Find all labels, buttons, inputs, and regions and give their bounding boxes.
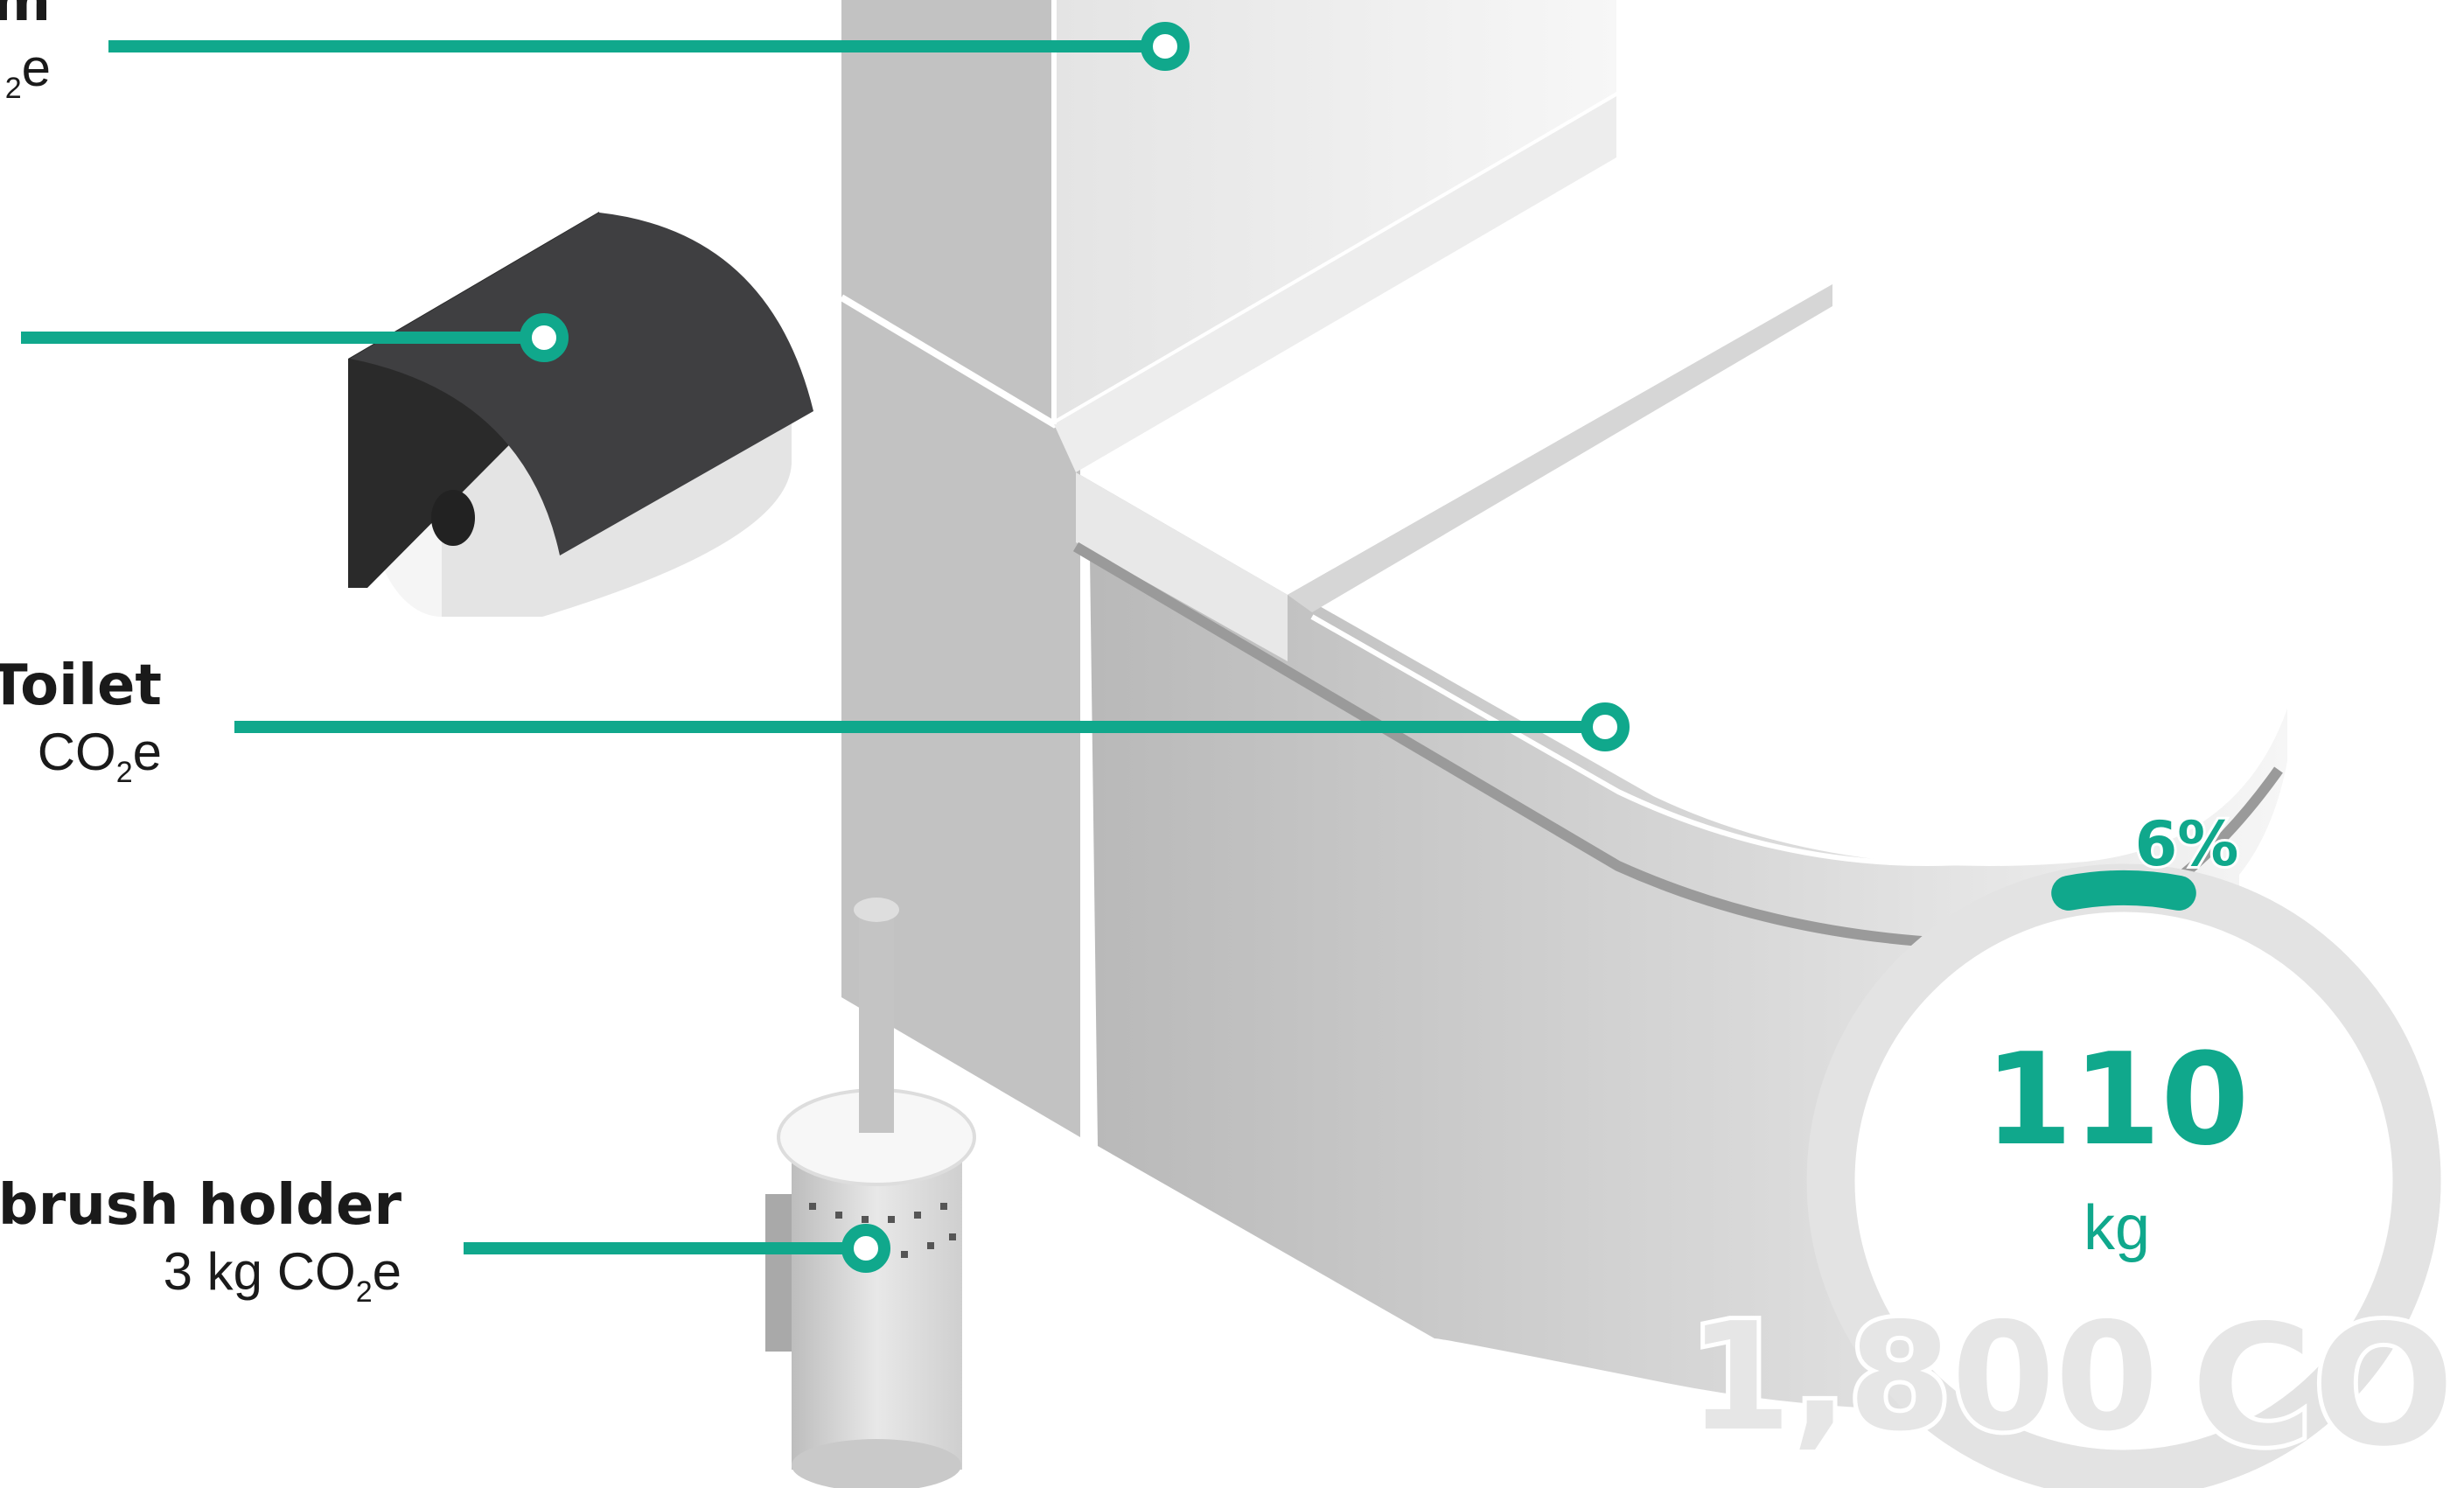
summary-value: 110 bbox=[1984, 1026, 2250, 1174]
callout-value-prefix: CO bbox=[37, 723, 116, 781]
callout-label-top: m 2e bbox=[0, 0, 51, 103]
callout-value-toilet: CO2e bbox=[0, 723, 162, 789]
toilet-brush-holder-icon bbox=[765, 898, 976, 1488]
callout-value-prefix: 3 kg CO bbox=[163, 1242, 356, 1301]
share-donut bbox=[1806, 863, 2441, 1488]
callout-value-suffix: e bbox=[372, 1242, 401, 1301]
total-unit: CO bbox=[2187, 1289, 2459, 1483]
leader-dot-paper bbox=[520, 313, 569, 362]
callout-label-brush: brush holder 3 kg CO2e bbox=[0, 1177, 401, 1307]
callout-value-brush: 3 kg CO2e bbox=[0, 1246, 401, 1309]
callout-value-suffix: e bbox=[21, 38, 51, 97]
leader-dot-brush bbox=[841, 1224, 890, 1273]
share-arc bbox=[2051, 870, 2196, 911]
leader-dots bbox=[520, 22, 1630, 1273]
callout-label-toilet: Toilet CO2e bbox=[0, 658, 162, 787]
leader-lines bbox=[21, 40, 1605, 1254]
callout-value-subscript: 2 bbox=[4, 72, 22, 105]
callout-name-top: m bbox=[0, 0, 51, 34]
toilet-paper-holder-icon bbox=[348, 212, 813, 617]
leader-dot-toilet bbox=[1581, 702, 1630, 751]
callout-value-suffix: e bbox=[132, 723, 162, 781]
summary-unit: kg bbox=[2083, 1193, 2151, 1263]
callout-value-top: 2e bbox=[0, 42, 51, 105]
callout-name-brush: brush holder bbox=[0, 1173, 401, 1238]
leader-dot-top bbox=[1141, 22, 1190, 71]
callout-value-subscript: 2 bbox=[355, 1275, 373, 1309]
total-value: 1,800 bbox=[1684, 1291, 2163, 1464]
cistern-illustration bbox=[839, 0, 1619, 1137]
callout-name-toilet: Toilet bbox=[0, 653, 162, 718]
callout-value-subscript: 2 bbox=[115, 756, 133, 789]
share-percent: 6% bbox=[2132, 808, 2242, 880]
